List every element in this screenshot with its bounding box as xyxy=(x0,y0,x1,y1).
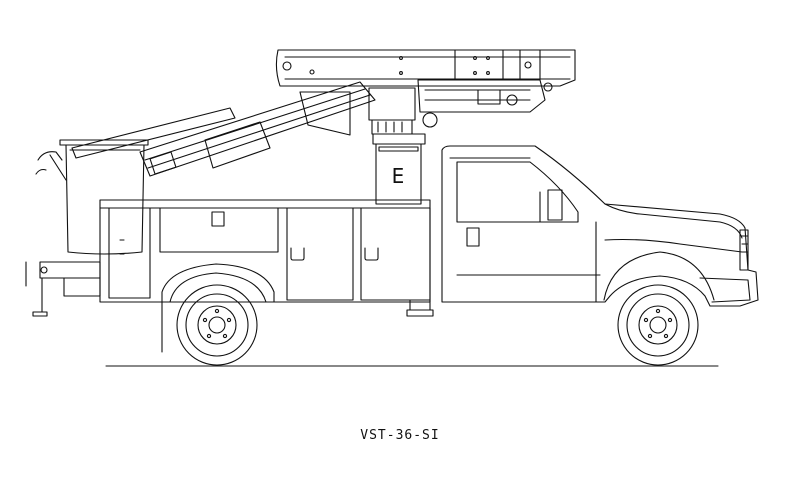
front-wheel xyxy=(618,285,698,365)
rear-wheel xyxy=(177,285,257,365)
boom-elbow-cylinder xyxy=(418,80,545,127)
bucket xyxy=(60,140,148,254)
turntable xyxy=(369,88,425,204)
truck-cab xyxy=(442,146,758,306)
pedestal-badge: E xyxy=(392,164,405,188)
model-caption: VST-36-SI xyxy=(360,428,440,443)
utility-body xyxy=(26,200,433,352)
lower-boom xyxy=(140,82,375,176)
upper-boom xyxy=(276,50,575,91)
boom-insert xyxy=(36,108,235,180)
